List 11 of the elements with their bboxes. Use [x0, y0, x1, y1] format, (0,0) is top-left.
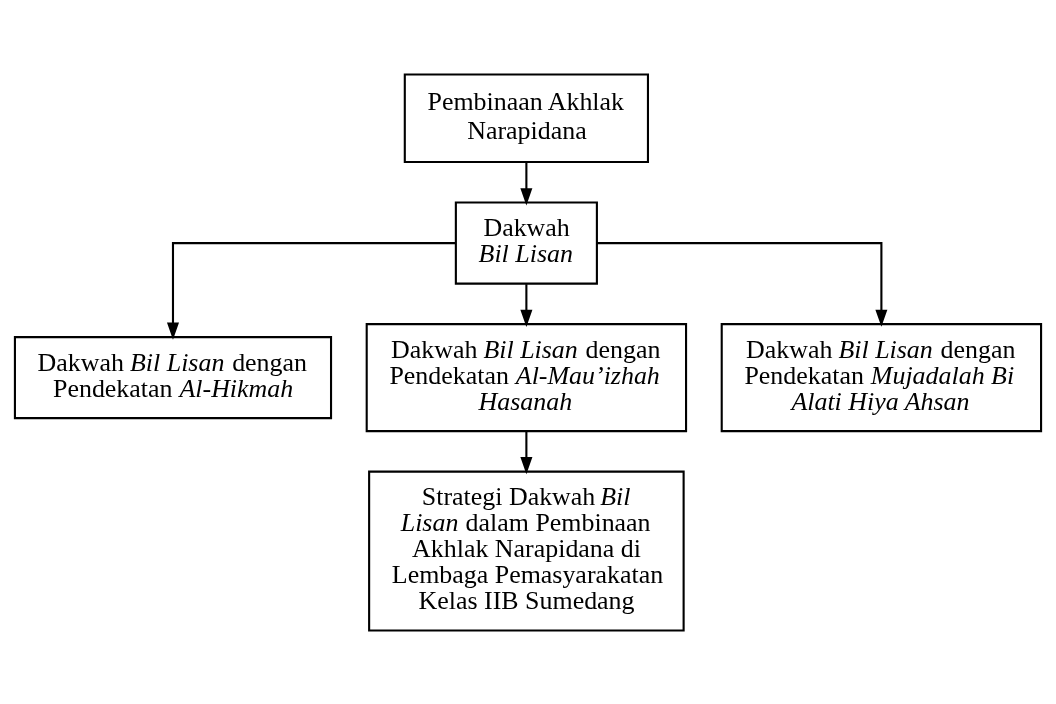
arrow [520, 162, 533, 205]
node-box: Dakwah Bil Lisan dengan Pendekatan Al-Hikmah [13, 335, 333, 419]
arrow [520, 431, 533, 474]
arrow [596, 241, 888, 327]
node-box: Dakwah Bil Lisan [454, 201, 598, 285]
arrow [166, 241, 456, 340]
node-box: Pembinaan Akhlak Narapidana [403, 72, 649, 163]
node-box: Dakwah Bil Lisan dengan Pendekatan Al-Mau’izhah Hasanah [365, 322, 688, 432]
node-box: Dakwah Bil Lisan dengan Pendekatan Mujadalah Bi Alati Hiya Ahsan [720, 322, 1043, 432]
node-box: Strategi Dakwah Bil Lisan dalam Pembinaan Akhlak Narapidana di Lembaga Pemasyarakatan Kelas IIB Sumedang [368, 470, 685, 632]
arrow [520, 283, 533, 327]
